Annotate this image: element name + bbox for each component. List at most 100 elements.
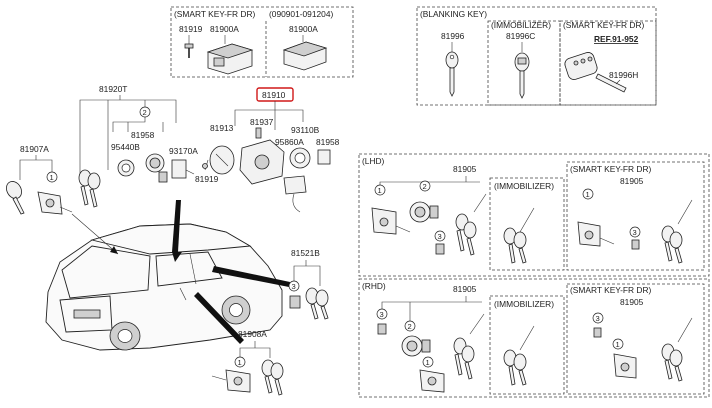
lock-clip-icon (289, 295, 301, 309)
lhd-panel: (LHD) 81905 (IMMOBILIZER) (SMART KEY-FR … (358, 153, 710, 277)
blank-key-icon (445, 42, 459, 97)
callout-3-lhd: 3 (438, 232, 442, 241)
callout-1-lower (234, 356, 246, 368)
door-cylinder-icon (37, 191, 73, 215)
part-93110b: 93110B (291, 125, 320, 135)
part-81996: 81996 (441, 31, 465, 41)
part-81900a-right: 81900A (289, 24, 318, 34)
callout-2-lhd: 2 (423, 182, 427, 191)
rhd-smart-key-box (566, 283, 705, 395)
lock-clip-icon (435, 243, 445, 255)
part-81905-lhd-sk: 81905 (620, 176, 644, 186)
part-81907a: 81907A (20, 144, 49, 154)
rhd-immobilizer-box (489, 295, 565, 395)
rhd-title: (RHD) (362, 281, 386, 291)
part-81521b: 81521B (291, 248, 320, 258)
lhd-immobilizer-box (489, 177, 565, 271)
date-range-label: (090901-091204) (269, 9, 333, 19)
door-cylinder-icon (211, 369, 251, 393)
ignition-barrel-icon (401, 335, 431, 357)
key-set-icon (261, 359, 284, 396)
part-95860a: 95860A (275, 137, 304, 147)
immobilizer-coil-icon (283, 147, 331, 213)
part-81905-rhd-sk: 81905 (620, 297, 644, 307)
callout-1-rhd-sk: 1 (616, 340, 620, 349)
part-81908a: 81908A (238, 329, 267, 339)
smart-key-top-box (170, 6, 354, 78)
immobilizer-key-icon (514, 42, 530, 99)
callout-1-lhd: 1 (378, 186, 382, 195)
callout-3 (288, 280, 300, 292)
lock-module-icon (282, 35, 328, 71)
door-cylinder-icon (577, 221, 615, 247)
part-81919-mid: 81919 (195, 174, 219, 184)
callout-1-lower-text: 1 (238, 358, 242, 367)
lhd-immobilizer-title: (IMMOBILIZER) (494, 181, 554, 191)
smart-key-fob-box (559, 20, 657, 106)
arrowhead-door-left (110, 246, 118, 254)
key-set-icon (661, 199, 693, 264)
screw-icon (184, 35, 194, 58)
smart-key-fob-icon (564, 52, 627, 93)
lhd-smart-key-box (566, 161, 705, 271)
lhd-box (358, 153, 710, 277)
part-95440b: 95440B (111, 142, 140, 152)
ignition-barrel-icon (409, 201, 439, 223)
part-81996c: 81996C (506, 31, 535, 41)
rhd-panel: (RHD) 81905 (IMMOBILIZER) (SMART KEY-FR … (358, 278, 710, 398)
callout-2-text: 2 (143, 108, 147, 117)
door-lock-right-cluster: 81521B 3 81908A 1 (211, 248, 329, 396)
key-set-icon (503, 207, 535, 264)
blanking-key-title: (BLANKING KEY) (420, 9, 487, 19)
door-cylinder-icon (371, 207, 411, 235)
part-81920t: 81920T (99, 84, 127, 94)
part-81958-right: 81958 (316, 137, 340, 147)
part-81937: 81937 (250, 117, 274, 127)
arrowhead-ignition (172, 252, 182, 262)
key-set-icon (455, 193, 487, 256)
callout-1 (46, 171, 58, 183)
callout-1-text: 1 (50, 173, 54, 182)
rhd-smart-key-title: (SMART KEY-FR DR) (570, 285, 651, 295)
lhd-title: (LHD) (362, 156, 385, 166)
part-81913: 81913 (210, 123, 234, 133)
pointer-arrows (71, 200, 290, 344)
smart-key-fob-title: (SMART KEY-FR DR) (563, 20, 644, 30)
door-cylinder-icon (419, 369, 445, 393)
key-ring-icon (117, 159, 135, 177)
part-81905-rhd: 81905 (453, 284, 477, 294)
smart-key-top-title: (SMART KEY-FR DR) (174, 9, 255, 19)
callout-3-text: 3 (292, 282, 296, 291)
smart-key-top-group: (SMART KEY-FR DR) (090901-091204) 81919 … (170, 6, 354, 78)
immobilizer-key-box (487, 20, 561, 106)
callout-3-rhd: 3 (380, 310, 384, 319)
ref-label: REF.91-952 (594, 34, 639, 44)
lock-module-icon (206, 35, 254, 75)
part-81919-top: 81919 (179, 24, 203, 34)
ignition-cluster: 81920T 2 81958 95440B 93170A 81907A 1 (6, 84, 340, 215)
lock-clip-icon (377, 323, 387, 335)
key-set-icon (503, 325, 535, 386)
callout-3-lhd-sk: 3 (633, 228, 637, 237)
part-93170a: 93170A (169, 146, 198, 156)
key-set-icon (453, 313, 485, 380)
ignition-barrel-icon (145, 153, 165, 173)
arrow-door-right (212, 266, 290, 287)
callout-2-rhd: 2 (408, 322, 412, 331)
key-set-icon (661, 317, 693, 382)
part-81900a-left: 81900A (210, 24, 239, 34)
part-81905-lhd: 81905 (453, 164, 477, 174)
lock-clip-icon (631, 239, 640, 250)
door-cylinder-icon (613, 353, 637, 379)
lock-clip-icon (593, 327, 602, 338)
part-81958-left: 81958 (131, 130, 155, 140)
arrow-door-left (71, 213, 119, 255)
arrow-ignition (172, 200, 181, 252)
part-81910: 81910 (262, 90, 286, 100)
rhd-immobilizer-title: (IMMOBILIZER) (494, 299, 554, 309)
lhd-smart-key-title: (SMART KEY-FR DR) (570, 164, 651, 174)
part-81996h: 81996H (609, 70, 638, 80)
key-set-icon (305, 287, 329, 320)
